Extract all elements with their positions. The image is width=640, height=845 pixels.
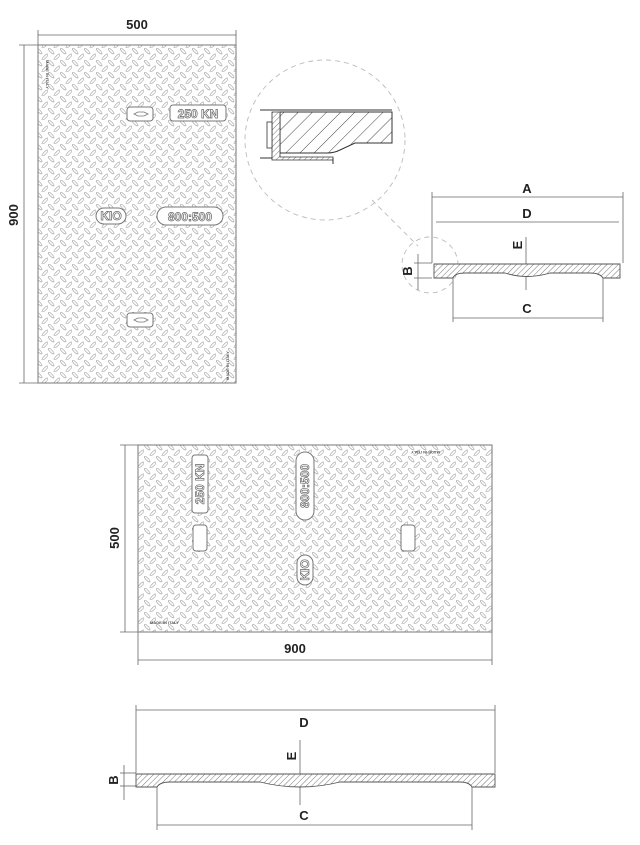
dim-e-label: E — [510, 240, 525, 249]
size-badge — [156, 206, 224, 226]
dim-d-label: D — [299, 715, 308, 730]
detail-magnifier — [244, 59, 459, 294]
dim-c-label: C — [522, 301, 532, 316]
dim-c-label: C — [299, 808, 309, 823]
made-in-mark: MADE IN ITALY — [150, 620, 179, 625]
size-label: 800:500 — [298, 464, 312, 508]
top-plate-view: 500 900 250 KN KIO 800:500 MADE IN ITALY… — [6, 17, 237, 384]
logo-badge — [296, 554, 314, 586]
size-label: 800:500 — [168, 210, 212, 224]
bottom-section-view: D E B C — [106, 705, 496, 830]
made-in-mark: MADE IN ITALY — [225, 351, 230, 380]
side-section-view: A D E B C — [400, 181, 624, 322]
size-badge — [295, 451, 315, 521]
made-in-mark: MADE IN ITALY — [45, 60, 50, 89]
load-label: 250 KN — [193, 464, 207, 505]
lifting-slot — [126, 312, 154, 328]
load-badge — [191, 454, 209, 514]
tread-plate — [137, 444, 493, 633]
made-in-mark: MADE IN ITALY — [411, 450, 440, 455]
height-label: 900 — [6, 204, 21, 226]
load-badge — [169, 104, 227, 122]
logo: KIO — [100, 209, 121, 223]
lifting-slot — [192, 524, 208, 552]
width-label: 500 — [126, 17, 148, 32]
lifting-slot — [126, 106, 154, 122]
dim-b-label: B — [400, 266, 415, 275]
cover-section — [433, 263, 621, 279]
landscape-plate-view: 500 900 250 KN 800:500 KIO MADE IN ITALY… — [107, 444, 493, 665]
width-label: 900 — [284, 641, 306, 656]
dim-a-label: A — [522, 181, 532, 196]
logo-badge — [95, 207, 127, 225]
load-label: 250 KN — [178, 107, 219, 121]
dim-e-label: E — [284, 751, 299, 760]
logo: KIO — [298, 559, 312, 580]
dim-d-label: D — [522, 206, 531, 221]
lifting-slot — [400, 524, 416, 552]
cover-section — [135, 773, 496, 788]
height-label: 500 — [107, 527, 122, 549]
dim-b-label: B — [106, 775, 121, 784]
